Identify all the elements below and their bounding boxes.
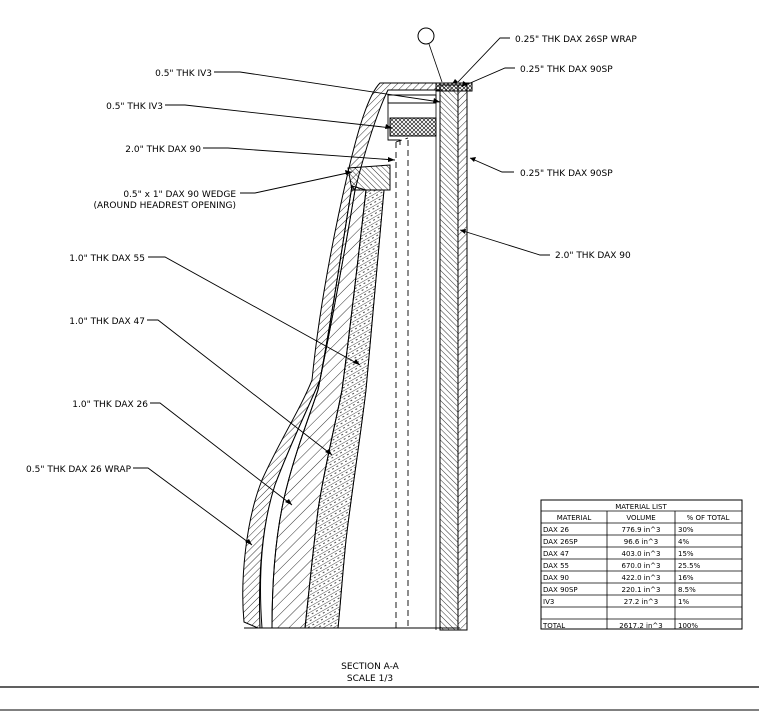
table-cell: 670.0 in^3 [622,562,661,570]
section-title: SECTION A-A [341,662,400,672]
table-cell: DAX 26 [543,526,570,534]
callout-iv3-upper: 0.5" THK IV3 [155,69,212,79]
back-wrap-90sp [457,84,468,631]
table-total-cell: TOTAL [542,622,565,630]
table-cell: 422.0 in^3 [622,574,661,582]
iv3-block [389,117,437,137]
table-cell: 776.9 in^3 [622,526,661,534]
section-marker [417,27,435,45]
callout-wrap-26sp: 0.25" THK DAX 26SP WRAP [515,35,637,45]
table-cell: 403.0 in^3 [622,550,661,558]
table-cell: DAX 90SP [543,586,578,594]
section-caption: SECTION A-A SCALE 1/3 [341,662,400,684]
callout-dax26: 1.0" THK DAX 26 [72,400,148,410]
seat-cross-section [242,27,473,631]
callout-labels: 0.25" THK DAX 26SP WRAP 0.25" THK DAX 90… [26,35,637,475]
header-percent: % OF TOTAL [687,514,730,522]
table-cell: 8.5% [678,586,696,594]
callout-wedge-line2: (AROUND HEADREST OPENING) [94,201,236,211]
material-list-title: MATERIAL LIST [615,503,667,511]
callout-wedge-line1: 0.5" x 1" DAX 90 WEDGE [123,190,236,200]
callout-dax55: 1.0" THK DAX 55 [69,254,145,264]
callout-dax47: 1.0" THK DAX 47 [69,317,145,327]
callout-right-90sp: 0.25" THK DAX 90SP [520,169,613,179]
table-cell: 220.1 in^3 [622,586,661,594]
table-cell: 15% [678,550,694,558]
callout-top-90sp: 0.25" THK DAX 90SP [520,65,613,75]
leader-lines [133,37,550,546]
callout-dax90-left: 2.0" THK DAX 90 [125,145,201,155]
table-cell: 27.2 in^3 [624,598,659,606]
callout-dax90-right: 2.0" THK DAX 90 [555,251,631,261]
table-cell: 96.6 in^3 [624,538,659,546]
table-cell: 25.5% [678,562,701,570]
headrest-opening [395,137,409,630]
material-list-table: MATERIAL LIST MATERIAL VOLUME % OF TOTAL… [540,499,743,630]
table-total-cell: 100% [678,622,698,630]
callout-wrap-26: 0.5" THK DAX 26 WRAP [26,465,132,475]
table-cell: 16% [678,574,694,582]
header-material: MATERIAL [557,514,592,522]
section-scale: SCALE 1/3 [347,674,393,684]
table-cell: IV3 [543,598,554,606]
table-cell: DAX 26SP [543,538,578,546]
table-cell: 1% [678,598,689,606]
table-cell: DAX 55 [543,562,569,570]
table-cell: 4% [678,538,689,546]
back-panel-dax90 [439,84,459,631]
callout-iv3-lower: 0.5" THK IV3 [106,102,163,112]
table-cell: DAX 47 [543,550,569,558]
header-volume: VOLUME [626,514,655,522]
table-cell: 30% [678,526,694,534]
table-total-cell: 2617.2 in^3 [619,622,662,630]
leader-arrowheads [245,79,476,545]
wedge-dax90 [347,164,391,191]
table-cell: DAX 90 [543,574,569,582]
top-plate [387,94,437,104]
